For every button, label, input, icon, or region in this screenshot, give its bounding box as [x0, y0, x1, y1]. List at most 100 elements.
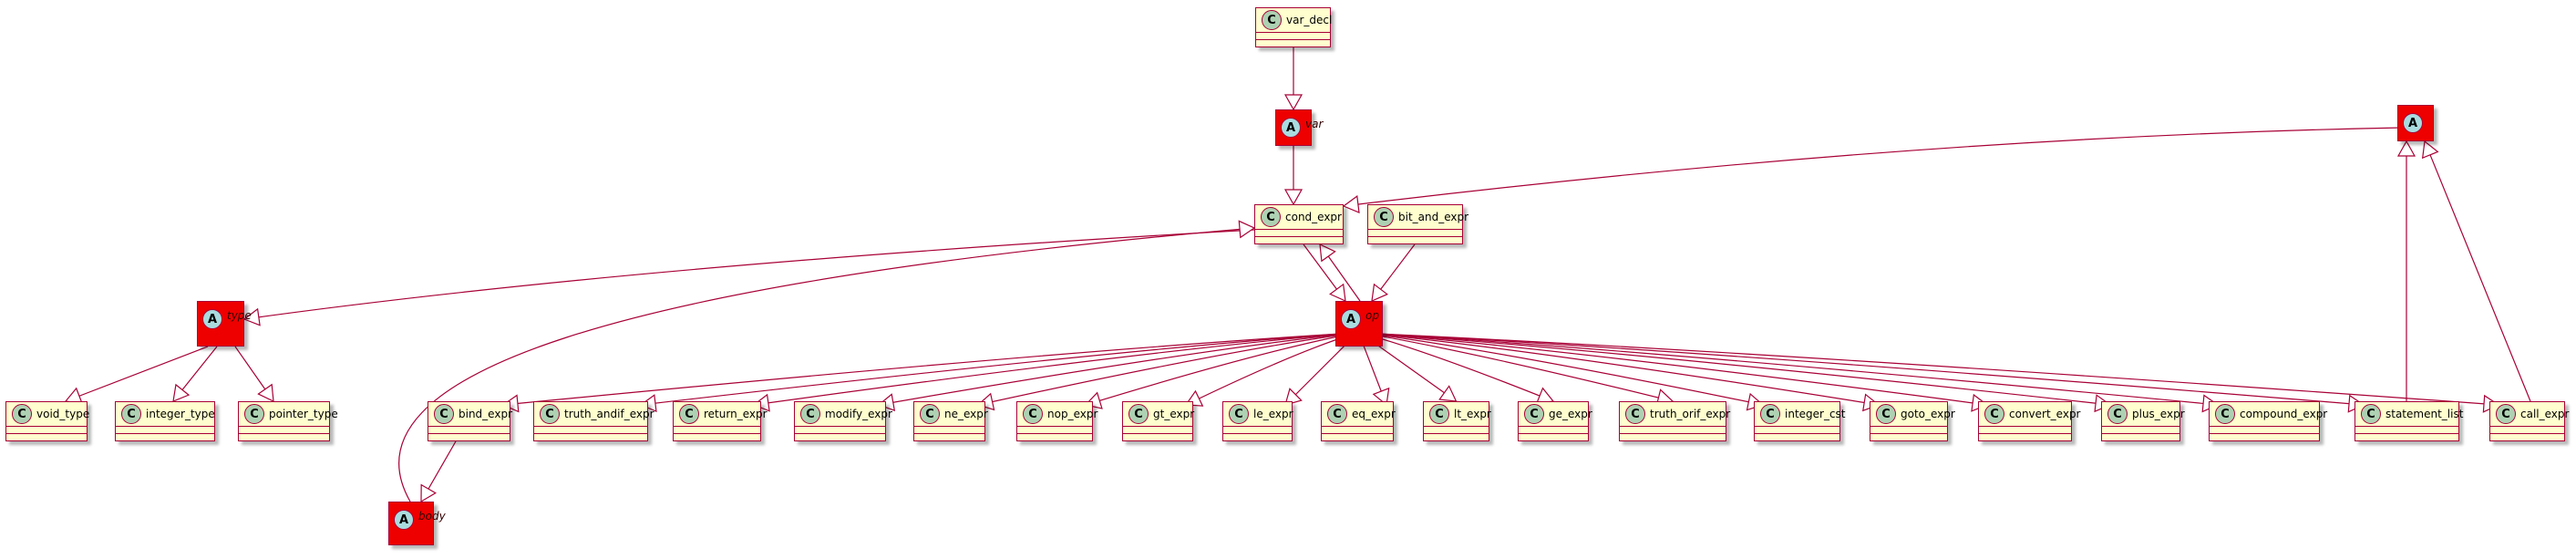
- abstract-class-icon: A: [394, 510, 414, 530]
- method-separator: [2490, 433, 2564, 434]
- class-name: return_expr: [704, 408, 768, 420]
- attribute-separator: [1368, 229, 1462, 230]
- attribute-separator: [1519, 426, 1588, 427]
- attribute-separator: [1979, 426, 2071, 427]
- class-name: truth_orif_expr: [1650, 408, 1731, 420]
- edge-op-to-compound_expr: [1376, 333, 2219, 406]
- method-separator: [1519, 433, 1588, 434]
- edge-op-to-convert_expr: [1376, 333, 1988, 406]
- inheritance-arrowhead: [2396, 140, 2416, 157]
- method-separator: [2210, 433, 2319, 434]
- edge-op-to-nop_expr: [1085, 333, 1352, 406]
- class-icon: C: [1524, 404, 1544, 424]
- class-name: var: [1305, 118, 1324, 130]
- method-separator: [1256, 39, 1330, 40]
- class-icon: C: [1625, 404, 1645, 424]
- attribute-separator: [914, 426, 984, 427]
- edge-op-to-ne_expr: [977, 333, 1349, 406]
- attribute-separator: [1620, 426, 1726, 427]
- class-name: op: [1365, 309, 1379, 322]
- class-icon: C: [1429, 404, 1449, 424]
- class-name: bind_expr: [459, 408, 512, 420]
- attribute-separator: [2102, 426, 2179, 427]
- class-name: lt_expr: [1454, 408, 1491, 420]
- method-separator: [1368, 236, 1462, 237]
- class-name: body: [418, 510, 446, 523]
- abstract-class-icon: A: [202, 309, 222, 329]
- method-separator: [428, 433, 510, 434]
- class-icon: C: [920, 404, 940, 424]
- edge-anon_top-to-cond_expr: [1343, 127, 2404, 207]
- class-name: integer_type: [146, 408, 215, 420]
- class-name: pointer_type: [269, 408, 338, 420]
- class-name: goto_expr: [1901, 408, 1955, 420]
- inheritance-arrowhead: [2421, 140, 2439, 160]
- edge-body-to-cond_expr: [398, 227, 1255, 502]
- attribute-separator: [1322, 426, 1393, 427]
- class-icon: C: [1128, 404, 1149, 424]
- class-icon: C: [1261, 207, 1281, 227]
- abstract-class-icon: A: [2403, 113, 2423, 133]
- edge-op-to-modify_expr: [878, 333, 1346, 406]
- class-name: plus_expr: [2132, 408, 2185, 420]
- inheritance-arrowhead: [501, 394, 520, 413]
- method-separator: [534, 433, 647, 434]
- edge-op-to-truth_andif_expr: [640, 333, 1342, 406]
- method-separator: [1223, 433, 1292, 434]
- class-icon: C: [2496, 404, 2516, 424]
- class-icon: C: [1023, 404, 1043, 424]
- attribute-separator: [116, 426, 214, 427]
- class-name: integer_cst: [1785, 408, 1846, 420]
- inheritance-arrowhead: [1319, 243, 1336, 263]
- edge-call_expr-to-anon_top: [2424, 140, 2531, 402]
- class-icon: C: [2107, 404, 2128, 424]
- class-name: nop_expr: [1047, 408, 1098, 420]
- class-name: ge_expr: [1549, 408, 1592, 420]
- class-icon: C: [1229, 404, 1249, 424]
- method-separator: [914, 433, 984, 434]
- method-separator: [1424, 433, 1489, 434]
- attribute-separator: [1223, 426, 1292, 427]
- attribute-separator: [1256, 32, 1330, 33]
- attribute-separator: [1755, 426, 1839, 427]
- method-separator: [674, 433, 760, 434]
- method-separator: [2355, 433, 2458, 434]
- method-separator: [116, 433, 214, 434]
- method-separator: [1017, 433, 1092, 434]
- method-separator: [795, 433, 885, 434]
- class-name: truth_andif_expr: [564, 408, 654, 420]
